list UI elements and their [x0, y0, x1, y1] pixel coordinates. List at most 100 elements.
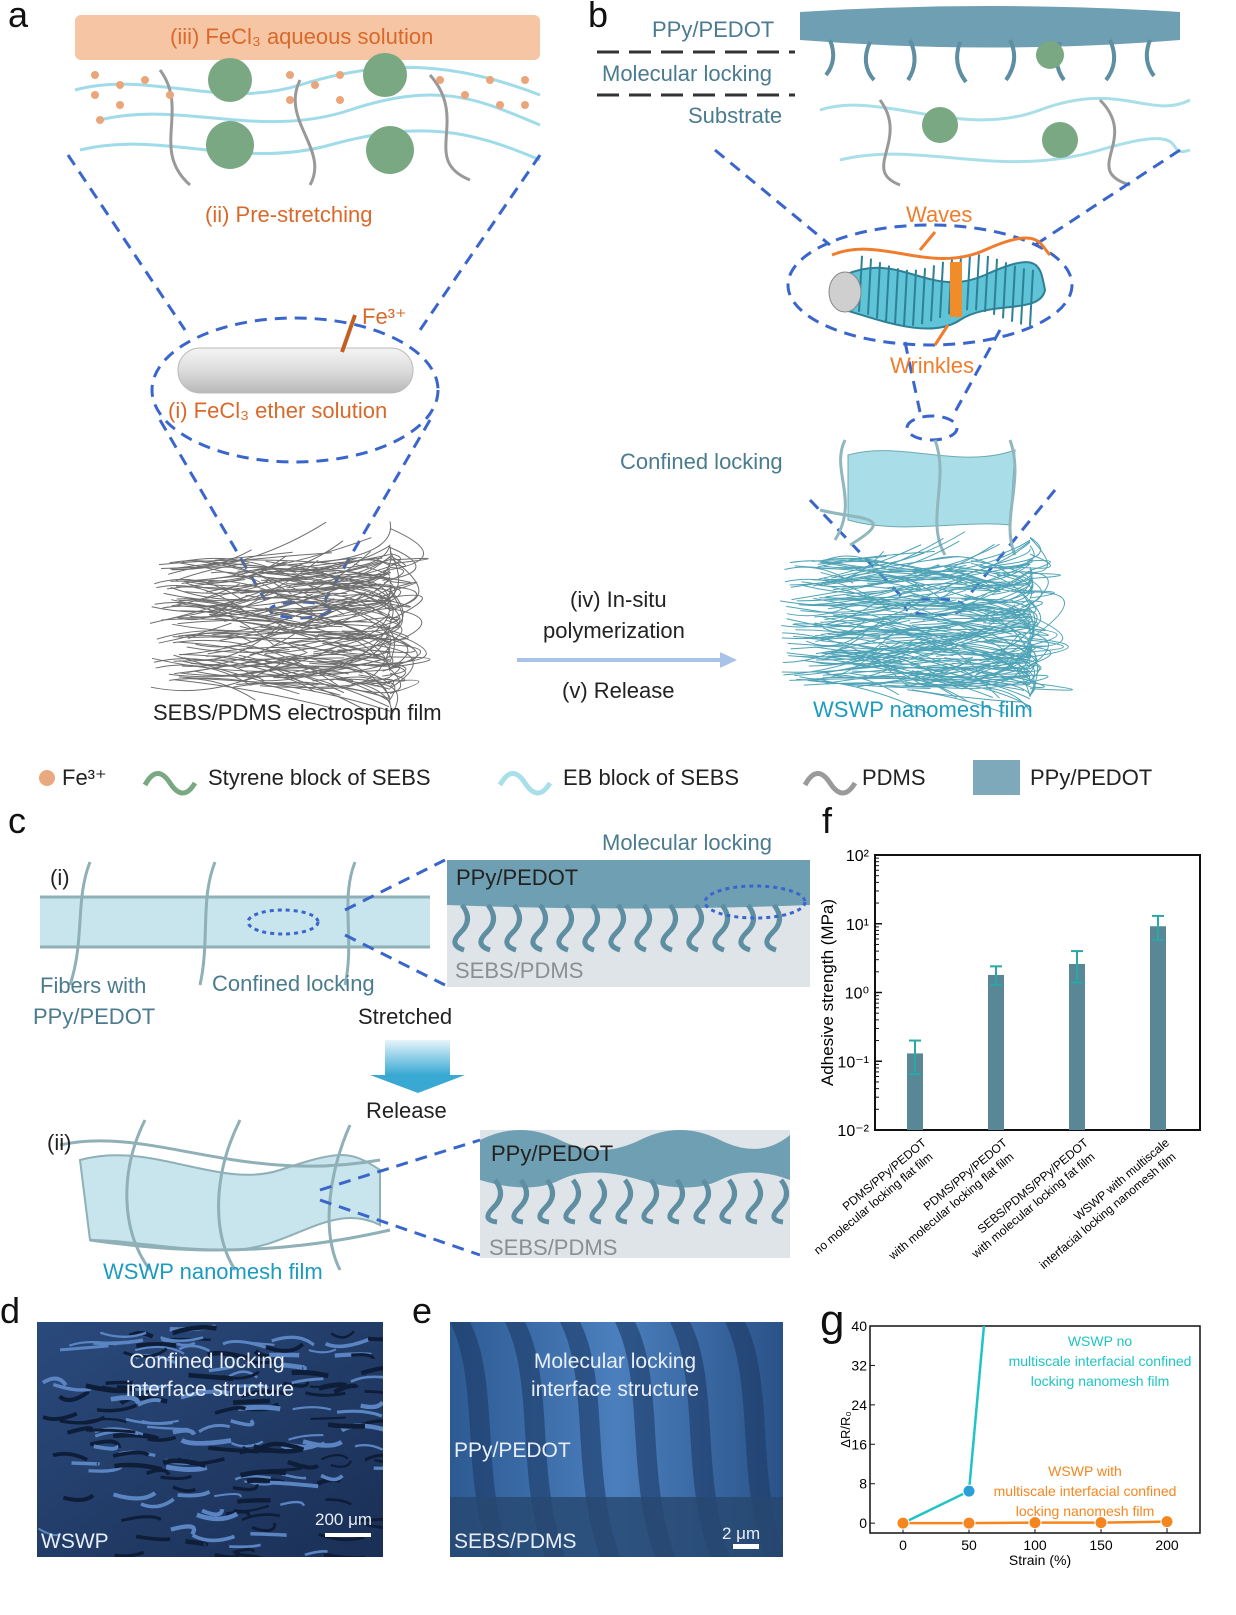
data-point [1028, 1516, 1042, 1530]
sem-e-sebs-label: SEBS/PDMS [454, 1530, 577, 1553]
sem-texture [234, 1474, 272, 1481]
sem-texture [310, 1416, 346, 1420]
mesh-fiber [262, 591, 366, 618]
wrinkles-arrow-icon [933, 324, 950, 346]
mesh-fiber [179, 677, 300, 695]
mesh-fiber [803, 585, 884, 594]
sem-texture [52, 1382, 92, 1392]
sem-texture [373, 1466, 383, 1470]
mesh-fiber [336, 679, 391, 690]
mesh-fiber [267, 607, 372, 611]
mesh-fiber [154, 601, 233, 616]
sem-texture [201, 1508, 225, 1517]
wrinkle-line [885, 265, 890, 322]
mesh-fiber [1021, 637, 1069, 659]
layer-locking-label: Molecular locking [602, 61, 772, 86]
mesh-fiber [786, 618, 881, 638]
mesh-fiber [317, 634, 391, 672]
polymer-chain [511, 1178, 529, 1225]
sem-texture [318, 1532, 365, 1542]
mesh-fiber [883, 581, 1019, 589]
bar [907, 1053, 923, 1130]
y-tick-label-f: 10² [846, 848, 870, 865]
mesh-fiber [986, 687, 1031, 712]
confined-locking-label: Confined locking [620, 449, 783, 474]
mesh-fiber [805, 630, 866, 647]
mesh-fiber [264, 587, 391, 613]
sem-texture [265, 1342, 305, 1353]
mesh-fiber [291, 557, 383, 570]
mesh-fiber [380, 629, 409, 640]
sem-texture [62, 1493, 95, 1502]
legend-styrene-icon [142, 771, 198, 796]
sem-texture [241, 1513, 281, 1522]
data-point [962, 1516, 976, 1530]
mesh-fiber [239, 608, 331, 631]
sem-texture [165, 1464, 208, 1473]
polymer-chain [686, 903, 704, 953]
legend-eb-icon [497, 771, 553, 796]
waves-line [831, 236, 1052, 260]
wrinkle-line [858, 255, 863, 312]
mesh-fiber [831, 555, 960, 579]
sem-texture [248, 1359, 275, 1365]
polymer-chain [504, 903, 522, 953]
bar [988, 974, 1004, 1130]
bar [1069, 963, 1085, 1130]
mesh-fiber [268, 630, 391, 644]
mesh-fiber [814, 619, 911, 628]
sem-texture [147, 1435, 177, 1442]
sem-texture [309, 1382, 340, 1389]
mesh-fiber [911, 656, 974, 675]
fibers-label-2: PPy/PEDOT [33, 1004, 156, 1029]
sem-texture [279, 1500, 305, 1507]
sem-texture [160, 1336, 204, 1343]
sem-texture [208, 1365, 234, 1373]
mesh-fiber [939, 578, 1031, 589]
mesh-fiber [798, 593, 917, 607]
mesh-fiber [241, 675, 315, 693]
wrinkle-line [1020, 268, 1025, 325]
y-tick-label-g: 32 [851, 1357, 867, 1373]
molecular-locking-c-label: Molecular locking [602, 830, 772, 855]
mesh-fiber [345, 581, 391, 600]
confined-locking-c-label: Confined locking [212, 971, 375, 996]
polymer-chain [719, 1178, 737, 1225]
sem-texture [110, 1395, 141, 1405]
mesh-fiber [888, 665, 994, 698]
mesh-fiber [180, 609, 337, 656]
mesh-fiber [344, 591, 404, 636]
mesh-fiber [898, 596, 1014, 616]
mesh-fiber [918, 569, 979, 581]
mesh-fiber [236, 682, 341, 696]
polymer-chain [608, 903, 626, 953]
panel-b-illustration [597, 6, 1191, 714]
step-ii-label: (ii) Pre-stretching [205, 202, 373, 227]
mesh-fiber [183, 580, 258, 587]
mesh-fiber [186, 646, 290, 653]
mesh-fiber [857, 628, 933, 650]
data-point [1094, 1516, 1108, 1530]
sem-texture [119, 1395, 168, 1406]
data-point [1160, 1515, 1174, 1529]
mesh-fiber [936, 653, 1031, 697]
mesh-fiber [969, 576, 1032, 586]
mesh-fiber [825, 664, 991, 684]
mesh-fiber [988, 536, 1042, 567]
mesh-fiber [990, 647, 1031, 664]
panel-label-g: g [820, 1296, 845, 1345]
mesh-fiber [1011, 553, 1051, 569]
data-point [962, 1484, 976, 1498]
polymer-chain [530, 903, 548, 953]
mesh-fiber [917, 604, 1016, 643]
mesh-fiber [206, 578, 310, 593]
mesh-fiber [795, 629, 935, 653]
mesh-fiber [1009, 601, 1037, 613]
mesh-fiber [212, 561, 373, 584]
sem-texture [214, 1405, 247, 1415]
sem-texture [105, 1380, 133, 1386]
mesh-fiber [231, 537, 372, 575]
mesh-fiber [841, 575, 968, 615]
mesh-fiber [1028, 628, 1058, 646]
